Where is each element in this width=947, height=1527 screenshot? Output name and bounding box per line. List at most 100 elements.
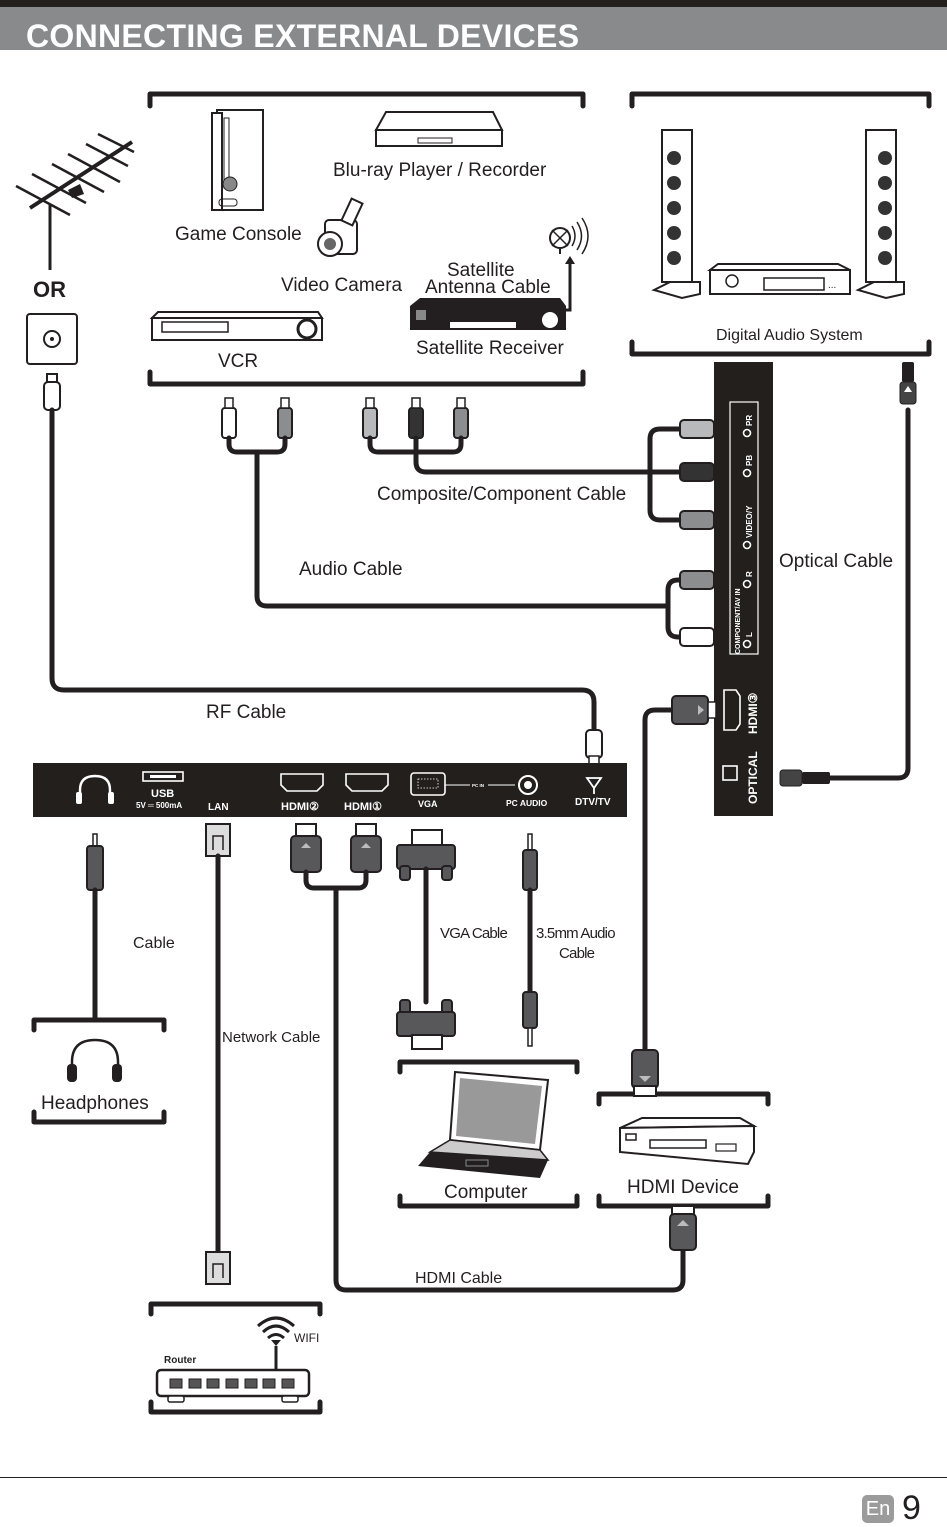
headphone-cable-label: Cable	[133, 935, 175, 952]
svg-text:PB: PB	[745, 455, 754, 466]
composite-component-cable-label: Composite/Component Cable	[377, 484, 626, 505]
laptop-icon	[418, 1070, 550, 1178]
svg-text:VGA: VGA	[418, 799, 438, 809]
page-title: CONNECTING EXTERNAL DEVICES	[26, 18, 580, 54]
hdmi-device-label: HDMI Device	[627, 1177, 739, 1198]
optical-plug-top	[899, 362, 917, 405]
svg-text:R: R	[745, 571, 754, 577]
audio-cable	[254, 449, 668, 609]
hdmi2-port[interactable]: HDMI②	[280, 773, 324, 813]
optical-plug-side	[779, 769, 830, 787]
router-bracket	[148, 1301, 323, 1415]
video-camera-label: Video Camera	[281, 275, 403, 296]
satellite-receiver-label: Satellite Receiver	[416, 338, 565, 359]
headphones-label: Headphones	[41, 1093, 149, 1114]
optical-port[interactable]: OPTICAL	[722, 751, 760, 804]
component-av-group-frame	[729, 401, 759, 655]
satellite-antenna-label-1: Satellite	[447, 260, 515, 281]
satellite-receiver-icon	[410, 298, 566, 330]
footer-rule	[0, 1477, 947, 1478]
game-console-icon	[211, 109, 264, 211]
audio-receiver-icon: ...	[707, 263, 851, 295]
page-number: 9	[902, 1489, 921, 1527]
arrow-up-icon	[565, 256, 575, 264]
wifi-icon	[257, 1316, 295, 1372]
satellite-dish-icon	[549, 217, 589, 255]
component-rca-plugs	[362, 397, 469, 439]
side-port-pr[interactable]: PR	[742, 415, 755, 438]
blu-ray-label: Blu-ray Player / Recorder	[333, 160, 547, 181]
headphone-jack-port[interactable]	[76, 774, 114, 804]
optical-cable	[827, 407, 911, 781]
lan-port-label[interactable]: LAN	[208, 802, 229, 813]
video-camera-icon	[317, 197, 364, 257]
side-port-video-y[interactable]: VIDEO/Y	[742, 505, 755, 550]
svg-text:HDMI①: HDMI①	[344, 801, 382, 813]
wifi-label: WIFI	[294, 1331, 319, 1345]
headphones-icon	[67, 1038, 122, 1082]
hdmi1-plug	[350, 823, 382, 873]
component-av-in-label: COMPONENT/AV IN	[735, 588, 742, 654]
hdmi3-cable	[642, 707, 675, 1053]
svg-text:L: L	[745, 632, 754, 637]
svg-text:OPTICAL: OPTICAL	[746, 751, 760, 804]
antenna-icon	[15, 132, 135, 270]
side-rca-plugs	[679, 419, 715, 647]
svg-text:PC AUDIO: PC AUDIO	[506, 798, 548, 808]
right-speaker-icon	[855, 129, 905, 300]
router-label: Router	[164, 1355, 196, 1366]
audio-rca-plugs	[221, 397, 293, 439]
hdmi1-port[interactable]: HDMI①	[344, 773, 389, 813]
hdmi-device-icon	[619, 1117, 758, 1166]
svg-text:USB: USB	[151, 788, 174, 800]
language-badge: En	[862, 1495, 894, 1523]
network-cable-label: Network Cable	[222, 1029, 320, 1046]
svg-text:VIDEO/Y: VIDEO/Y	[745, 505, 754, 538]
component-cable	[413, 435, 685, 475]
side-port-pb[interactable]: PB	[742, 455, 755, 478]
pc-in-label: PC IN	[472, 783, 484, 788]
headphone-plug	[86, 833, 104, 891]
hdmi3-plug	[671, 695, 717, 725]
audio-35-cable-label-2: Cable	[559, 945, 595, 962]
hdmi3-port[interactable]: HDMI③	[723, 689, 760, 734]
satellite-antenna-label-2: Antenna Cable	[425, 277, 551, 298]
svg-text:...: ...	[828, 280, 836, 291]
usb-port[interactable]: USB 5V ═ 500mA	[136, 771, 184, 810]
audio-cable-label: Audio Cable	[299, 559, 403, 580]
vcr-icon	[149, 311, 324, 341]
bottom-panel	[33, 763, 627, 817]
router-icon	[155, 1368, 311, 1403]
audio-35-plug-bottom	[522, 991, 538, 1047]
rf-plug-panel	[585, 729, 603, 765]
side-port-l[interactable]: L	[742, 632, 755, 649]
audio-system-bracket	[629, 91, 932, 357]
satellite-antenna-cable	[565, 262, 572, 312]
vga-port[interactable]: VGA	[410, 772, 446, 809]
source-devices-bracket	[147, 91, 586, 387]
svg-text:PR: PR	[745, 415, 754, 426]
svg-text:HDMI③: HDMI③	[746, 692, 760, 734]
digital-audio-system-label: Digital Audio System	[716, 327, 863, 344]
title-band	[0, 7, 947, 50]
vcr-label: VCR	[218, 351, 258, 372]
lan-plug-bottom	[205, 1251, 231, 1285]
side-port-r[interactable]: R	[742, 571, 755, 589]
blu-ray-player-icon	[374, 111, 504, 147]
audio-35-plug-top	[522, 833, 538, 891]
component-cable-fan	[647, 426, 685, 523]
hdmi2-plug	[290, 823, 322, 873]
hdmi-device-plug-top	[631, 1049, 659, 1097]
audio-cable-fan	[665, 577, 685, 640]
audio-35-cable-label-1: 3.5mm Audio	[536, 925, 615, 942]
hdmi-cable	[333, 885, 686, 1293]
rf-cable	[49, 407, 597, 733]
wall-socket-icon	[26, 313, 78, 365]
rf-plug-top	[43, 373, 61, 411]
vga-plug-bottom	[396, 999, 456, 1050]
dtv-tv-port[interactable]: DTV/TV	[575, 777, 611, 808]
top-rule	[0, 0, 947, 7]
rf-cable-label: RF Cable	[206, 702, 286, 723]
pc-audio-port[interactable]: PC AUDIO	[506, 775, 548, 808]
